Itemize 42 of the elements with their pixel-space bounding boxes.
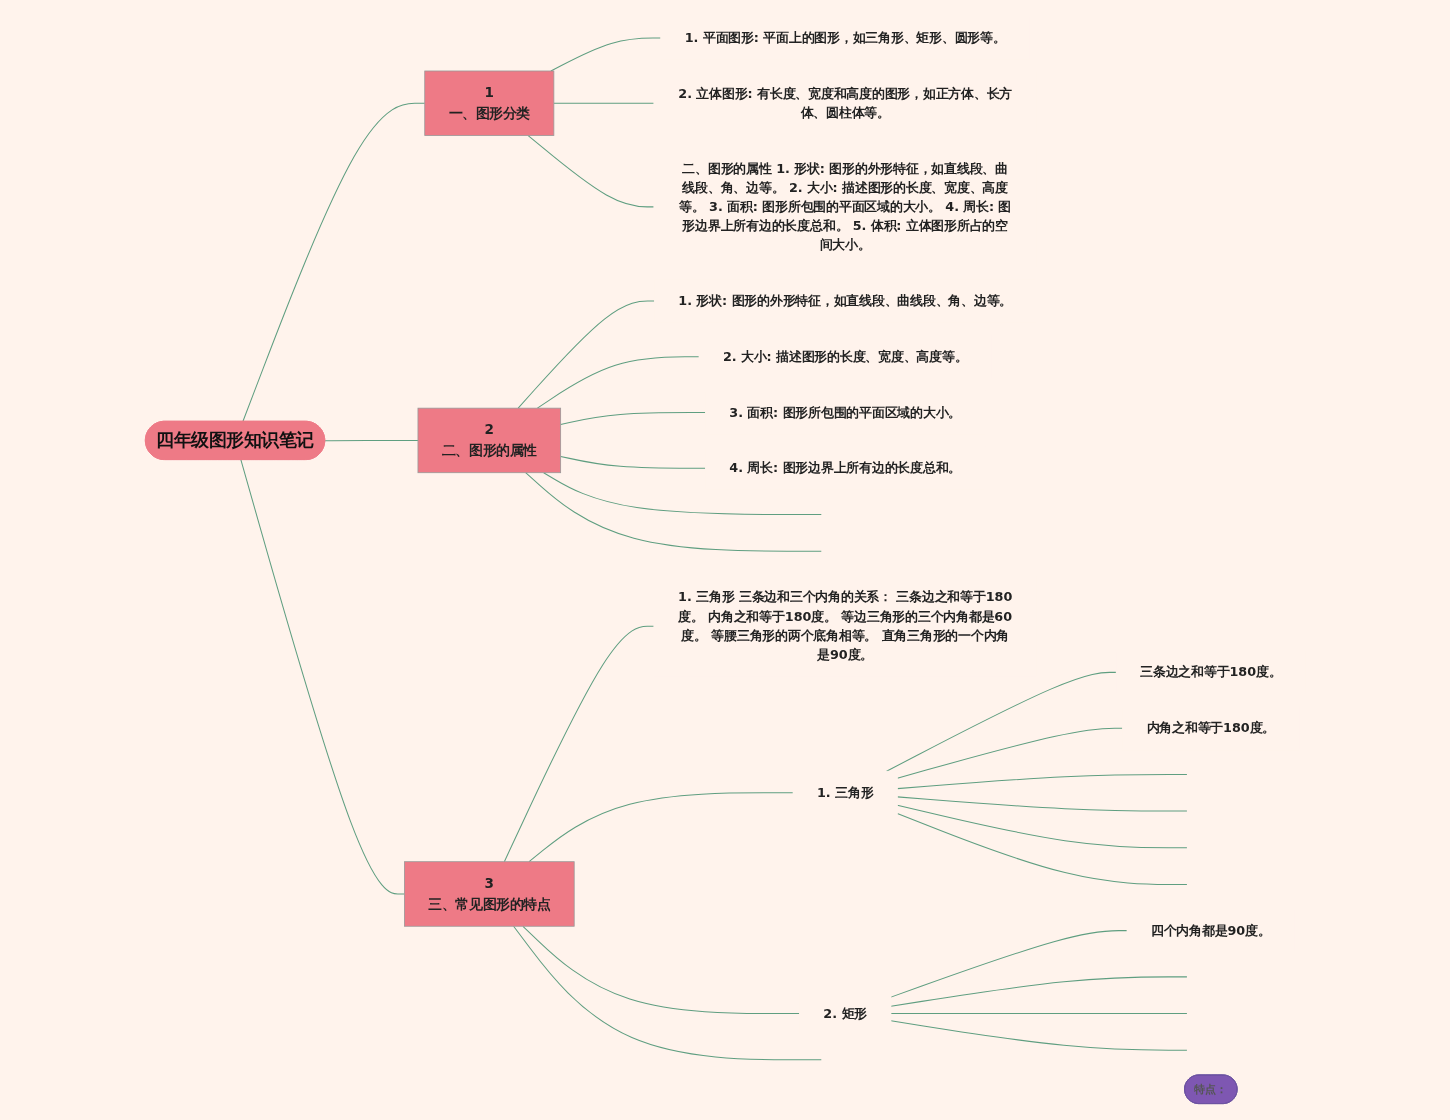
connector [527,135,654,208]
node-text: 1. 平面图形: 平面上的图形，如三角形、矩形、圆形等。 [684,29,1006,46]
connector [528,792,794,863]
node-text: 1. 三角形 [816,784,873,800]
node-text: 2. 矩形 [822,1005,867,1021]
connector [241,102,425,423]
connector [324,439,419,442]
node-text: 2. 立体图形: 有长度、宽度和高度的图形，如正方体、长方体、圆柱体等。 [677,85,1012,120]
connector [896,773,1187,790]
connector [890,1020,1187,1051]
node-box: 1 一、图形分类 [423,70,554,136]
connector [524,472,822,552]
node-text: 1. 三角形 三条边和三个内角的关系： 三条边之和等于180度。 内角之和等于180度。 等边三角形的三个内角都是60度。 等腰三角形的两个底角相等。 直角三角形的一个内角是90度。 [677,589,1012,663]
node-text: 1. 形状: 图形的外形特征，如直线段、曲线段、角、边等。 [677,292,1012,309]
connector [522,925,800,1015]
node-text: 三条边之和等于180度。 [1139,664,1282,680]
connector [549,37,661,72]
connector [503,625,654,863]
connector [552,102,654,104]
connector [890,1013,1187,1015]
connector [239,459,405,895]
connector [890,976,1187,1007]
connector [890,930,1128,998]
node-text: 4. 周长: 图形边界上所有边的长度总和。 [728,460,961,476]
connector [512,925,822,1061]
connector [896,796,1187,812]
node-text: 二、图形的属性 1. 形状: 图形的外形特征，如直线段、曲线段、角、边等。 2. 大小: 描述图形的长度、宽度、高度等。 3. 面积: 图形所包围的平面区域的大小。 4. 周长: 图形边界上所有边的长度总和。 5. 体积: 立体图形所占的空间大小。 [678,160,1011,253]
connector [559,455,706,469]
node-text: 四个内角都是90度。 [1150,922,1271,938]
node-text: 内角之和等于180度。 [1146,720,1275,736]
connector [542,472,822,516]
connector [536,356,700,409]
node-text: 2. 大小: 描述图形的长度、宽度、高度等。 [722,348,968,364]
connector [885,671,1117,772]
connector [517,300,655,409]
node-text: 3. 面积: 图形所包围的平面区域的大小。 [728,404,961,420]
node-box: 2 二、图形的属性 [417,407,561,474]
connector [896,812,1187,885]
node-box: 3 三、常见图形的特点 [403,861,575,927]
connector [896,727,1123,779]
connector [896,804,1187,849]
connector [559,412,706,425]
